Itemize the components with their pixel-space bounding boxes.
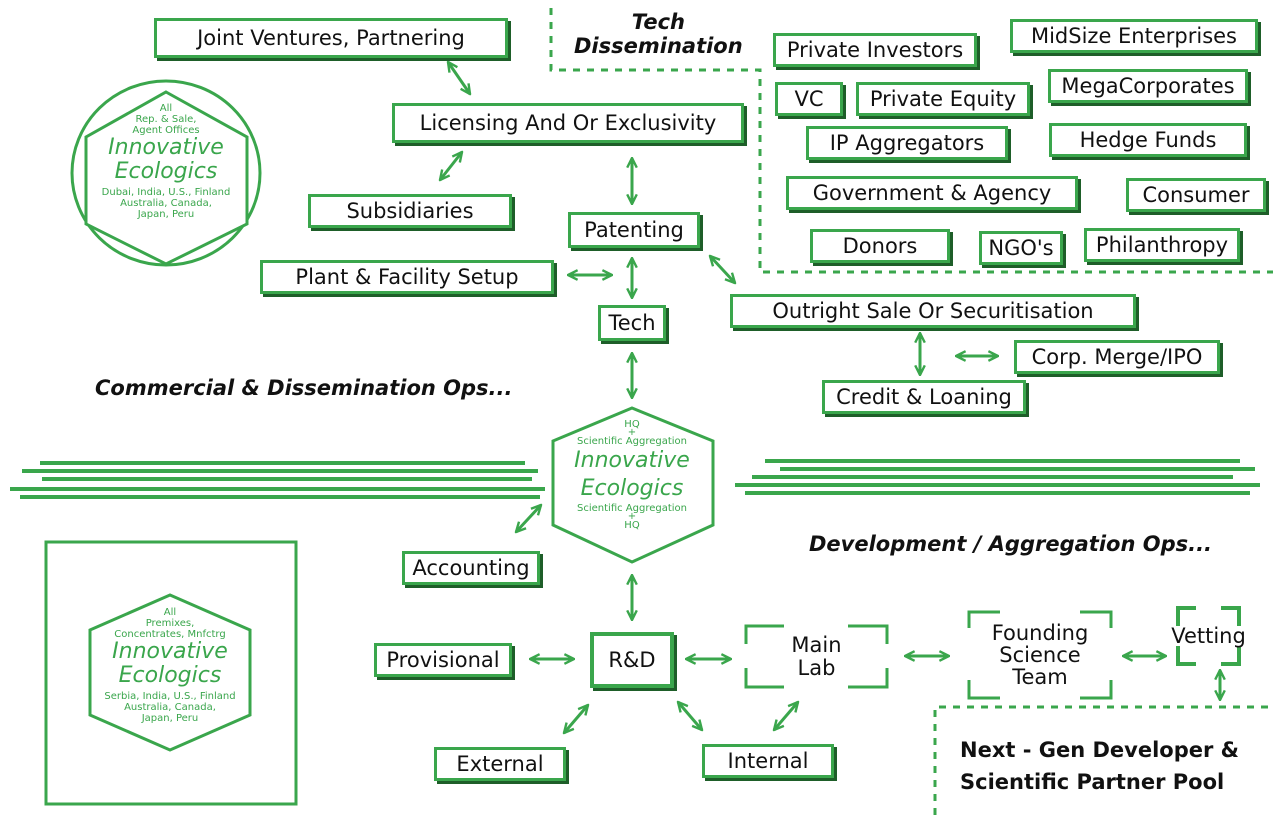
hq-bottom2: + (627, 511, 637, 522)
offices-loc1: Dubai, India, U.S., Finland (101, 187, 231, 198)
external-box[interactable]: External (434, 747, 566, 781)
founding-line1: Founding (991, 620, 1089, 645)
premix-line3: Concentrates, Mnfctrg (114, 629, 226, 640)
licensing-box[interactable]: Licensing And Or Exclusivity (392, 103, 744, 143)
hq-hex-label: HQ + Scientific Aggregation Innovative E… (562, 419, 702, 531)
tech-box[interactable]: Tech (598, 305, 666, 341)
offices-loc2: Australia, Canada, (120, 198, 212, 209)
private-investors-box[interactable]: Private Investors (773, 33, 977, 67)
credit-loaning-box[interactable]: Credit & Loaning (822, 380, 1026, 414)
ip-aggregators-box[interactable]: IP Aggregators (806, 126, 1008, 160)
philanthropy-box[interactable]: Philanthropy (1084, 228, 1240, 262)
offices-line3: Agent Offices (132, 125, 200, 136)
patenting-box[interactable]: Patenting (568, 212, 700, 248)
premix-hexagon (88, 593, 252, 752)
open-brackets (744, 610, 1113, 700)
consumer-box[interactable]: Consumer (1126, 178, 1266, 212)
accounting-box[interactable]: Accounting (402, 551, 540, 585)
hq-name1: Innovative (574, 448, 690, 473)
hq-top1: HQ (624, 419, 640, 430)
provisional-box[interactable]: Provisional (374, 643, 512, 677)
government-agency-box[interactable]: Government & Agency (786, 176, 1078, 210)
vetting-brackets (1176, 606, 1241, 666)
hq-bottom3: HQ (624, 520, 640, 531)
founding-line2: Science (999, 642, 1081, 667)
outright-sale-box[interactable]: Outright Sale Or Securitisation (730, 294, 1136, 328)
main-lab-line1: Main (791, 633, 842, 658)
subsidiaries-box[interactable]: Subsidiaries (308, 194, 512, 228)
midsize-enterprises-box[interactable]: MidSize Enterprises (1010, 19, 1258, 53)
joint-ventures-box[interactable]: Joint Ventures, Partnering (154, 18, 508, 58)
offices-hexagon (84, 90, 249, 266)
pool-line2: Scientific Partner Pool (960, 770, 1225, 794)
hq-top2: + (627, 427, 637, 438)
arrows (440, 62, 1220, 733)
right-speed-lines (735, 459, 1260, 495)
ngos-box[interactable]: NGO's (979, 231, 1063, 265)
premix-loc3: Japan, Peru (141, 713, 199, 724)
offices-line2: Rep. & Sale, (135, 114, 197, 125)
offices-hex-label: All Rep. & Sale, Agent Offices Innovativ… (96, 103, 236, 220)
vc-box[interactable]: VC (775, 82, 843, 116)
hq-name2: Ecologics (580, 476, 684, 501)
commercial-ops-heading: Commercial & Dissemination Ops... (95, 376, 513, 400)
developer-pool-text: Next - Gen Developer & Scientific Partne… (960, 734, 1239, 798)
premix-name2: Ecologics (118, 663, 222, 688)
hq-hexagon (551, 406, 715, 564)
main-lab-box[interactable]: Main Lab (746, 626, 887, 687)
premix-loc2: Australia, Canada, (124, 702, 216, 713)
offices-loc3: Japan, Peru (137, 209, 195, 220)
founding-line3: Team (1012, 665, 1068, 690)
offices-name1: Innovative (108, 135, 224, 160)
private-equity-box[interactable]: Private Equity (856, 82, 1030, 116)
tech-dissemination-line1: Tech (631, 10, 685, 34)
megacorporates-box[interactable]: MegaCorporates (1048, 69, 1248, 103)
hedge-funds-box[interactable]: Hedge Funds (1049, 123, 1247, 157)
premix-hex-label: All Premixes, Concentrates, Mnfctrg Inno… (100, 607, 240, 724)
tech-dissemination-dashed-border (549, 8, 1273, 274)
main-lab-line2: Lab (797, 655, 836, 680)
vetting-box[interactable]: Vetting (1171, 623, 1246, 648)
tech-dissemination-line2: Dissemination (574, 34, 743, 58)
rnd-box[interactable]: R&D (590, 632, 674, 688)
hq-top3: Scientific Aggregation (577, 436, 687, 447)
tech-dissemination-heading: Tech Dissemination (574, 10, 743, 58)
founding-science-team-box[interactable]: Founding Science Team (969, 612, 1111, 698)
plant-facility-box[interactable]: Plant & Facility Setup (260, 260, 554, 294)
premix-line2: Premixes, (145, 618, 195, 629)
internal-box[interactable]: Internal (702, 744, 834, 778)
offices-line1: All (159, 103, 173, 114)
donors-box[interactable]: Donors (810, 229, 950, 263)
corp-merge-box[interactable]: Corp. Merge/IPO (1014, 340, 1220, 374)
premix-name1: Innovative (112, 639, 228, 664)
development-ops-heading: Development / Aggregation Ops... (809, 532, 1213, 556)
pool-line1: Next - Gen Developer & (960, 738, 1239, 762)
premix-loc1: Serbia, India, U.S., Finland (104, 691, 236, 702)
premix-line1: All (163, 607, 177, 618)
hq-bottom1: Scientific Aggregation (577, 503, 687, 514)
left-speed-lines (10, 461, 545, 499)
offices-name2: Ecologics (114, 159, 218, 184)
